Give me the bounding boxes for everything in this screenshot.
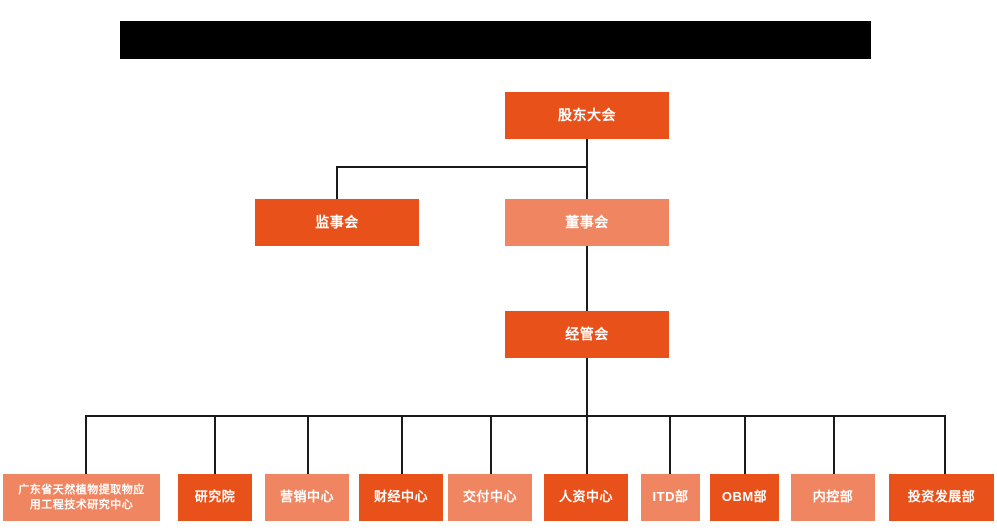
node-dept-hr-center[interactable]: 人资中心 — [544, 474, 628, 521]
node-management-committee[interactable]: 经管会 — [505, 311, 669, 358]
redacted-title-bar — [120, 21, 871, 59]
connector-to-directors — [586, 166, 588, 199]
dept-1-line-2: 用工程技术研究中心 — [29, 498, 134, 511]
node-dept-research-institute[interactable]: 研究院 — [178, 474, 252, 521]
dept-1-line-1: 广东省天然植物提取物应 — [18, 483, 145, 496]
connector-drop-dept-3 — [307, 415, 309, 474]
node-dept-internal-control[interactable]: 内控部 — [791, 474, 875, 521]
node-shareholders-meeting[interactable]: 股东大会 — [505, 92, 669, 139]
connector-to-supervisors — [336, 166, 338, 199]
connector-drop-dept-4 — [401, 415, 403, 474]
connector-directors-to-management — [586, 246, 588, 311]
node-board-of-directors[interactable]: 董事会 — [505, 199, 669, 246]
connector-drop-dept-8 — [744, 415, 746, 474]
node-dept-guangdong-research-center[interactable]: 广东省天然植物提取物应 用工程技术研究中心 — [3, 474, 160, 521]
connector-shareholders-down — [586, 139, 588, 167]
connector-management-to-bus — [586, 358, 588, 416]
node-dept-obm[interactable]: OBM部 — [710, 474, 779, 521]
node-dept-marketing-center[interactable]: 营销中心 — [265, 474, 349, 521]
node-dept-delivery-center[interactable]: 交付中心 — [448, 474, 532, 521]
connector-drop-dept-10 — [944, 415, 946, 474]
node-dept-finance-center[interactable]: 财经中心 — [359, 474, 443, 521]
connector-drop-dept-1 — [85, 415, 87, 474]
connector-drop-dept-7 — [669, 415, 671, 474]
node-dept-investment-development[interactable]: 投资发展部 — [889, 474, 994, 521]
connector-drop-dept-2 — [214, 415, 216, 474]
node-board-of-supervisors[interactable]: 监事会 — [255, 199, 419, 246]
connector-drop-dept-5 — [490, 415, 492, 474]
connector-drop-dept-6 — [586, 415, 588, 474]
node-dept-itd[interactable]: ITD部 — [641, 474, 700, 521]
connector-department-bus — [85, 415, 945, 417]
connector-level2-bus — [336, 166, 588, 168]
connector-drop-dept-9 — [833, 415, 835, 474]
